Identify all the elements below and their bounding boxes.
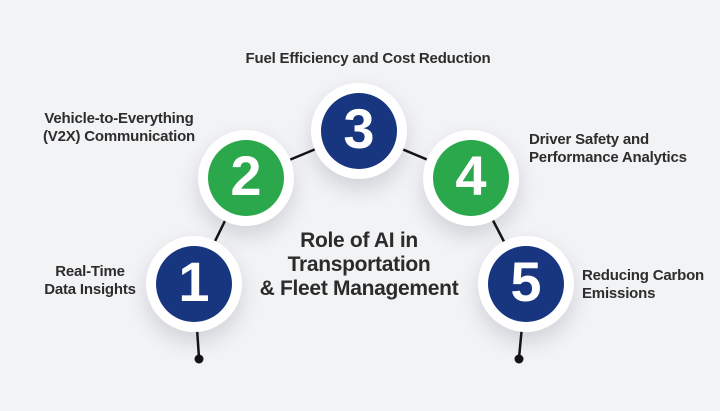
label-line: Data Insights [44,281,136,298]
node-3-number: 3 [343,97,375,160]
node-3-circle: 3 [321,93,397,169]
node-1-number: 1 [178,250,210,313]
node-label-fuel-efficiency: Fuel Efficiency and Cost Reduction [168,50,568,68]
pendulum-dot-node-1 [194,354,204,364]
node-2-number: 2 [230,144,262,207]
label-line: Performance Analytics [529,149,687,166]
label-line: Driver Safety and [529,131,649,148]
title-line: & Fleet Management [259,277,459,300]
node-4-number: 4 [455,144,487,207]
node-1-circle: 1 [156,246,232,322]
title-line: Role of AI in [300,229,418,252]
node-5-number: 5 [510,250,542,313]
label-line: Reducing Carbon [582,267,705,284]
pendulum-dot-node-5 [514,354,524,364]
label-line: Emissions [582,285,656,302]
node-2-circle: 2 [208,140,284,216]
label-line: Fuel Efficiency and Cost Reduction [245,50,491,67]
node-label-real-time-data-insights: Real-Time Data Insights [29,263,151,299]
label-line: Real-Time [55,263,125,280]
title-line: Transportation [287,253,431,276]
node-label-reducing-carbon: Reducing Carbon Emissions [582,267,720,303]
label-line: Vehicle-to-Everything [44,110,194,127]
node-2-v2x-communication: 2 [198,130,294,226]
node-5-circle: 5 [488,246,564,322]
page-title: Role of AI in Transportation & Fleet Man… [234,229,484,301]
node-label-driver-safety: Driver Safety and Performance Analytics [529,131,709,167]
node-4-circle: 4 [433,140,509,216]
node-1-real-time-data-insights: 1 [146,236,242,332]
node-4-driver-safety: 4 [423,130,519,226]
node-3-fuel-efficiency: 3 [311,83,407,179]
node-5-reducing-carbon: 5 [478,236,574,332]
label-line: (V2X) Communication [42,128,196,145]
node-label-v2x-communication: Vehicle-to-Everything (V2X) Communicatio… [21,110,217,146]
